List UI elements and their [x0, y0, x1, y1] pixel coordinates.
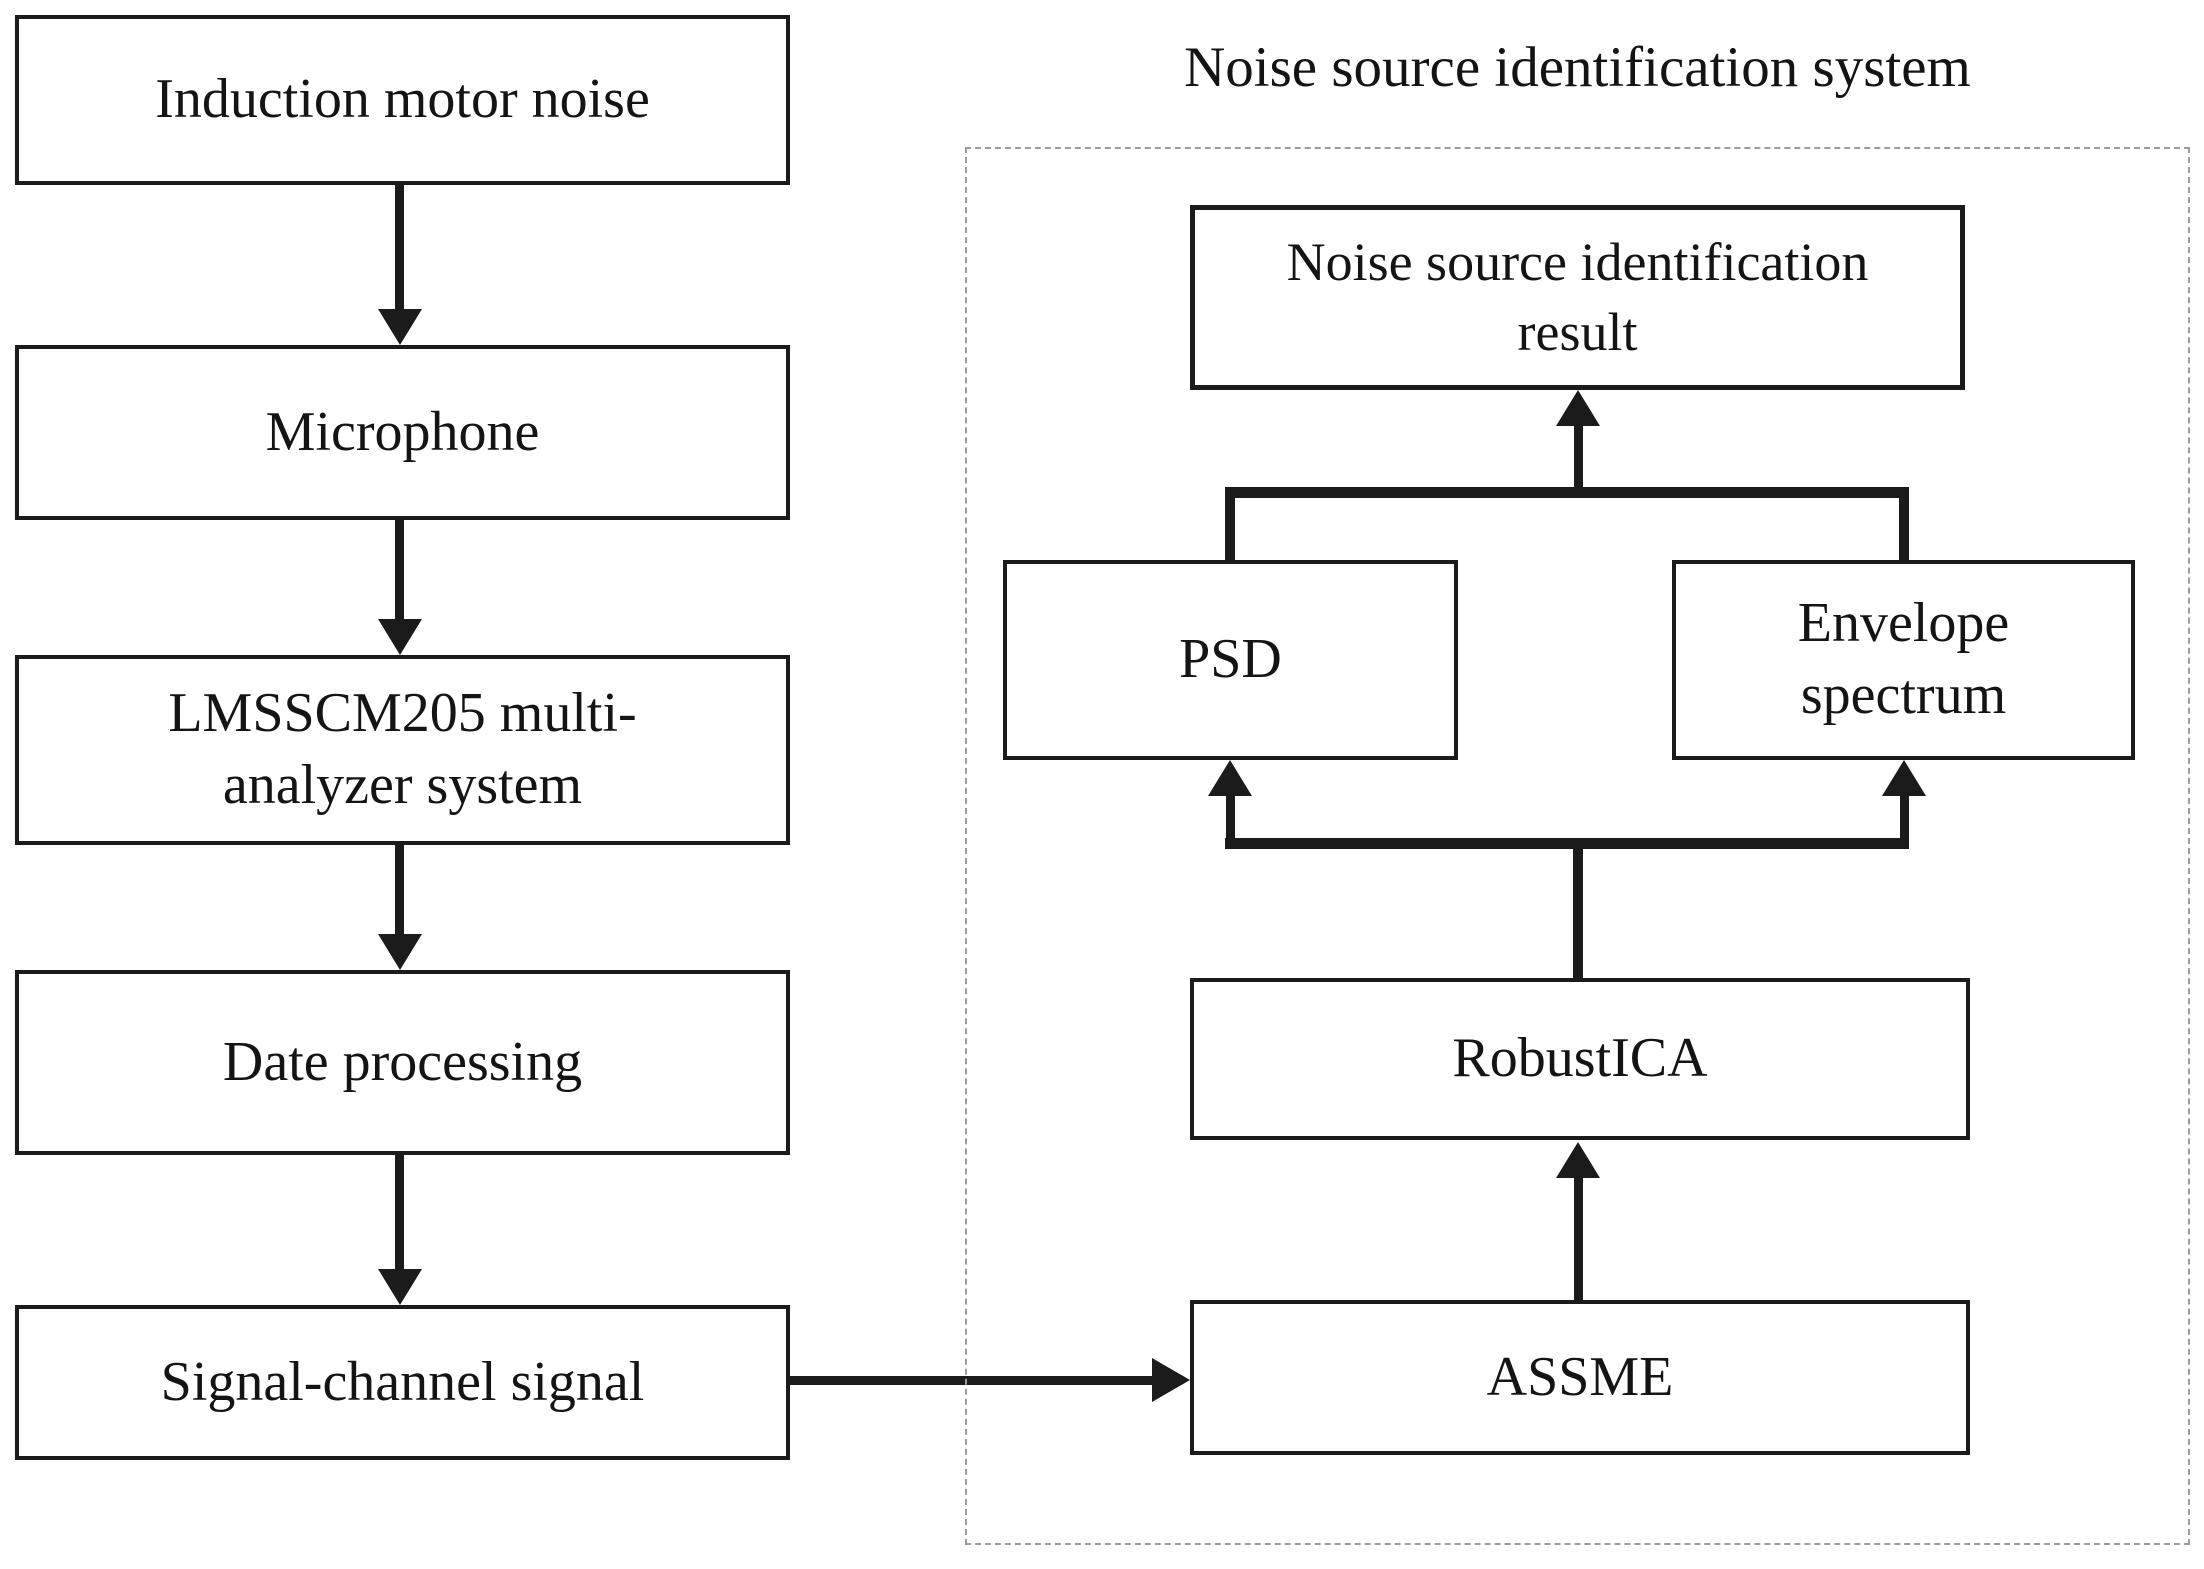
diagram-title: Noise source identification system	[1184, 35, 1971, 99]
node-microphone: Microphone	[15, 345, 790, 520]
node-assme: ASSME	[1190, 1300, 1970, 1455]
node-label: PSD	[1179, 628, 1282, 691]
connector-merge-bar-top	[1225, 487, 1909, 498]
arrow-assme-to-robustica-shaft	[1574, 1176, 1583, 1302]
node-analyzer-system: LMSSCM205 multi- analyzer system	[15, 655, 790, 845]
arrow-split-to-envelope-head	[1882, 760, 1926, 796]
arrow-induction-to-microphone-head	[378, 309, 422, 345]
arrow-signal-to-assme-head	[1152, 1358, 1190, 1402]
arrow-analyzer-to-processing-head	[378, 934, 422, 970]
arrow-microphone-to-analyzer-head	[378, 619, 422, 655]
node-label-line1: Noise source identification	[1286, 232, 1869, 293]
connector-merge-stub-envelope	[1899, 487, 1909, 562]
node-label-line2: result	[1517, 301, 1638, 362]
connector-merge-stub-psd	[1225, 487, 1235, 562]
node-signal-channel-signal: Signal-channel signal	[15, 1305, 790, 1460]
arrow-processing-to-signal-head	[378, 1269, 422, 1305]
arrow-induction-to-microphone-shaft	[395, 185, 404, 311]
arrow-split-to-envelope-shaft	[1900, 794, 1909, 844]
node-label-line1: Envelope	[1797, 592, 2010, 655]
noise-system-boundary	[965, 147, 2190, 1545]
node-identification-result: Noise source identification result	[1190, 205, 1965, 390]
connector-split-bar-bottom	[1225, 838, 1909, 849]
node-robustica: RobustICA	[1190, 978, 1970, 1140]
node-date-processing: Date processing	[15, 970, 790, 1155]
arrow-split-to-psd-head	[1208, 760, 1252, 796]
arrow-assme-to-robustica-head	[1556, 1142, 1600, 1178]
node-label-line1: LMSSCM205 multi-	[168, 682, 637, 745]
arrow-merge-to-result-shaft	[1574, 424, 1583, 490]
node-label: Signal-channel signal	[160, 1350, 645, 1413]
arrow-microphone-to-analyzer-shaft	[395, 520, 404, 621]
arrow-signal-to-assme-shaft	[790, 1376, 1154, 1385]
node-induction-motor-noise: Induction motor noise	[15, 15, 790, 185]
node-label-line2: analyzer system	[222, 754, 583, 816]
arrow-processing-to-signal-shaft	[395, 1155, 404, 1271]
node-psd: PSD	[1003, 560, 1458, 760]
node-label: Date processing	[222, 1030, 583, 1093]
node-label: Microphone	[265, 400, 540, 463]
node-label: RobustICA	[1452, 1027, 1708, 1090]
arrow-split-to-psd-shaft	[1226, 794, 1235, 844]
node-label: ASSME	[1486, 1345, 1674, 1408]
node-envelope-spectrum: Envelope spectrum	[1672, 560, 2135, 760]
node-label-line2: spectrum	[1800, 664, 2007, 726]
arrow-analyzer-to-processing-shaft	[395, 845, 404, 936]
node-label: Induction motor noise	[155, 68, 650, 131]
arrow-merge-to-result-head	[1556, 390, 1600, 426]
connector-split-riser	[1573, 838, 1583, 978]
